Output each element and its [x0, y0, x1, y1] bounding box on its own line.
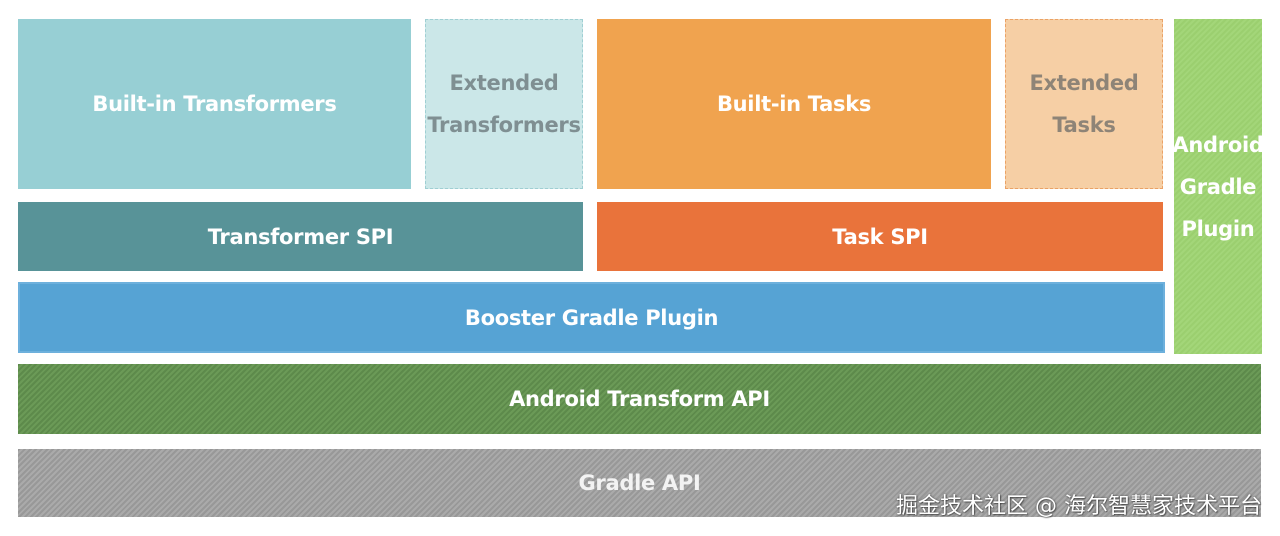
- android-gradle-plugin-block: Android Gradle Plugin: [1172, 19, 1264, 354]
- task-spi-block: Task SPI: [597, 202, 1163, 271]
- gradle-api-block: Gradle API: [18, 449, 1261, 517]
- extended-transformers-block: Extended Transformers: [425, 19, 583, 189]
- android-gradle-plugin-label-line3: Plugin: [1181, 216, 1255, 241]
- android-gradle-plugin-label-line2: Gradle: [1179, 174, 1257, 199]
- transformer-spi-block: Transformer SPI: [18, 202, 583, 271]
- builtin-tasks-label: Built-in Tasks: [716, 92, 872, 116]
- builtin-transformers-label: Built-in Transformers: [92, 92, 337, 116]
- transformer-spi-label: Transformer SPI: [207, 224, 394, 249]
- task-spi-label: Task SPI: [832, 224, 928, 249]
- android-transform-api-block: Android Transform API: [18, 364, 1261, 434]
- builtin-tasks-block: Built-in Tasks: [597, 19, 991, 189]
- booster-gradle-plugin-label: Booster Gradle Plugin: [464, 305, 719, 330]
- android-transform-api-label: Android Transform API: [509, 387, 770, 411]
- booster-gradle-plugin-block: Booster Gradle Plugin: [18, 282, 1165, 353]
- watermark: 掘金技术社区 @ 海尔智慧家技术平台: [896, 494, 1262, 519]
- builtin-transformers-block: Built-in Transformers: [18, 19, 411, 189]
- extended-tasks-label: Extended Tasks: [1029, 71, 1139, 137]
- extended-tasks-block: Extended Tasks: [1005, 19, 1163, 189]
- android-gradle-plugin-label-line1: Android: [1172, 132, 1264, 157]
- extended-transformers-label-line1: Extended: [449, 71, 559, 95]
- extended-transformers-label-line2: Transformers: [427, 113, 581, 137]
- gradle-api-label: Gradle API: [578, 471, 701, 495]
